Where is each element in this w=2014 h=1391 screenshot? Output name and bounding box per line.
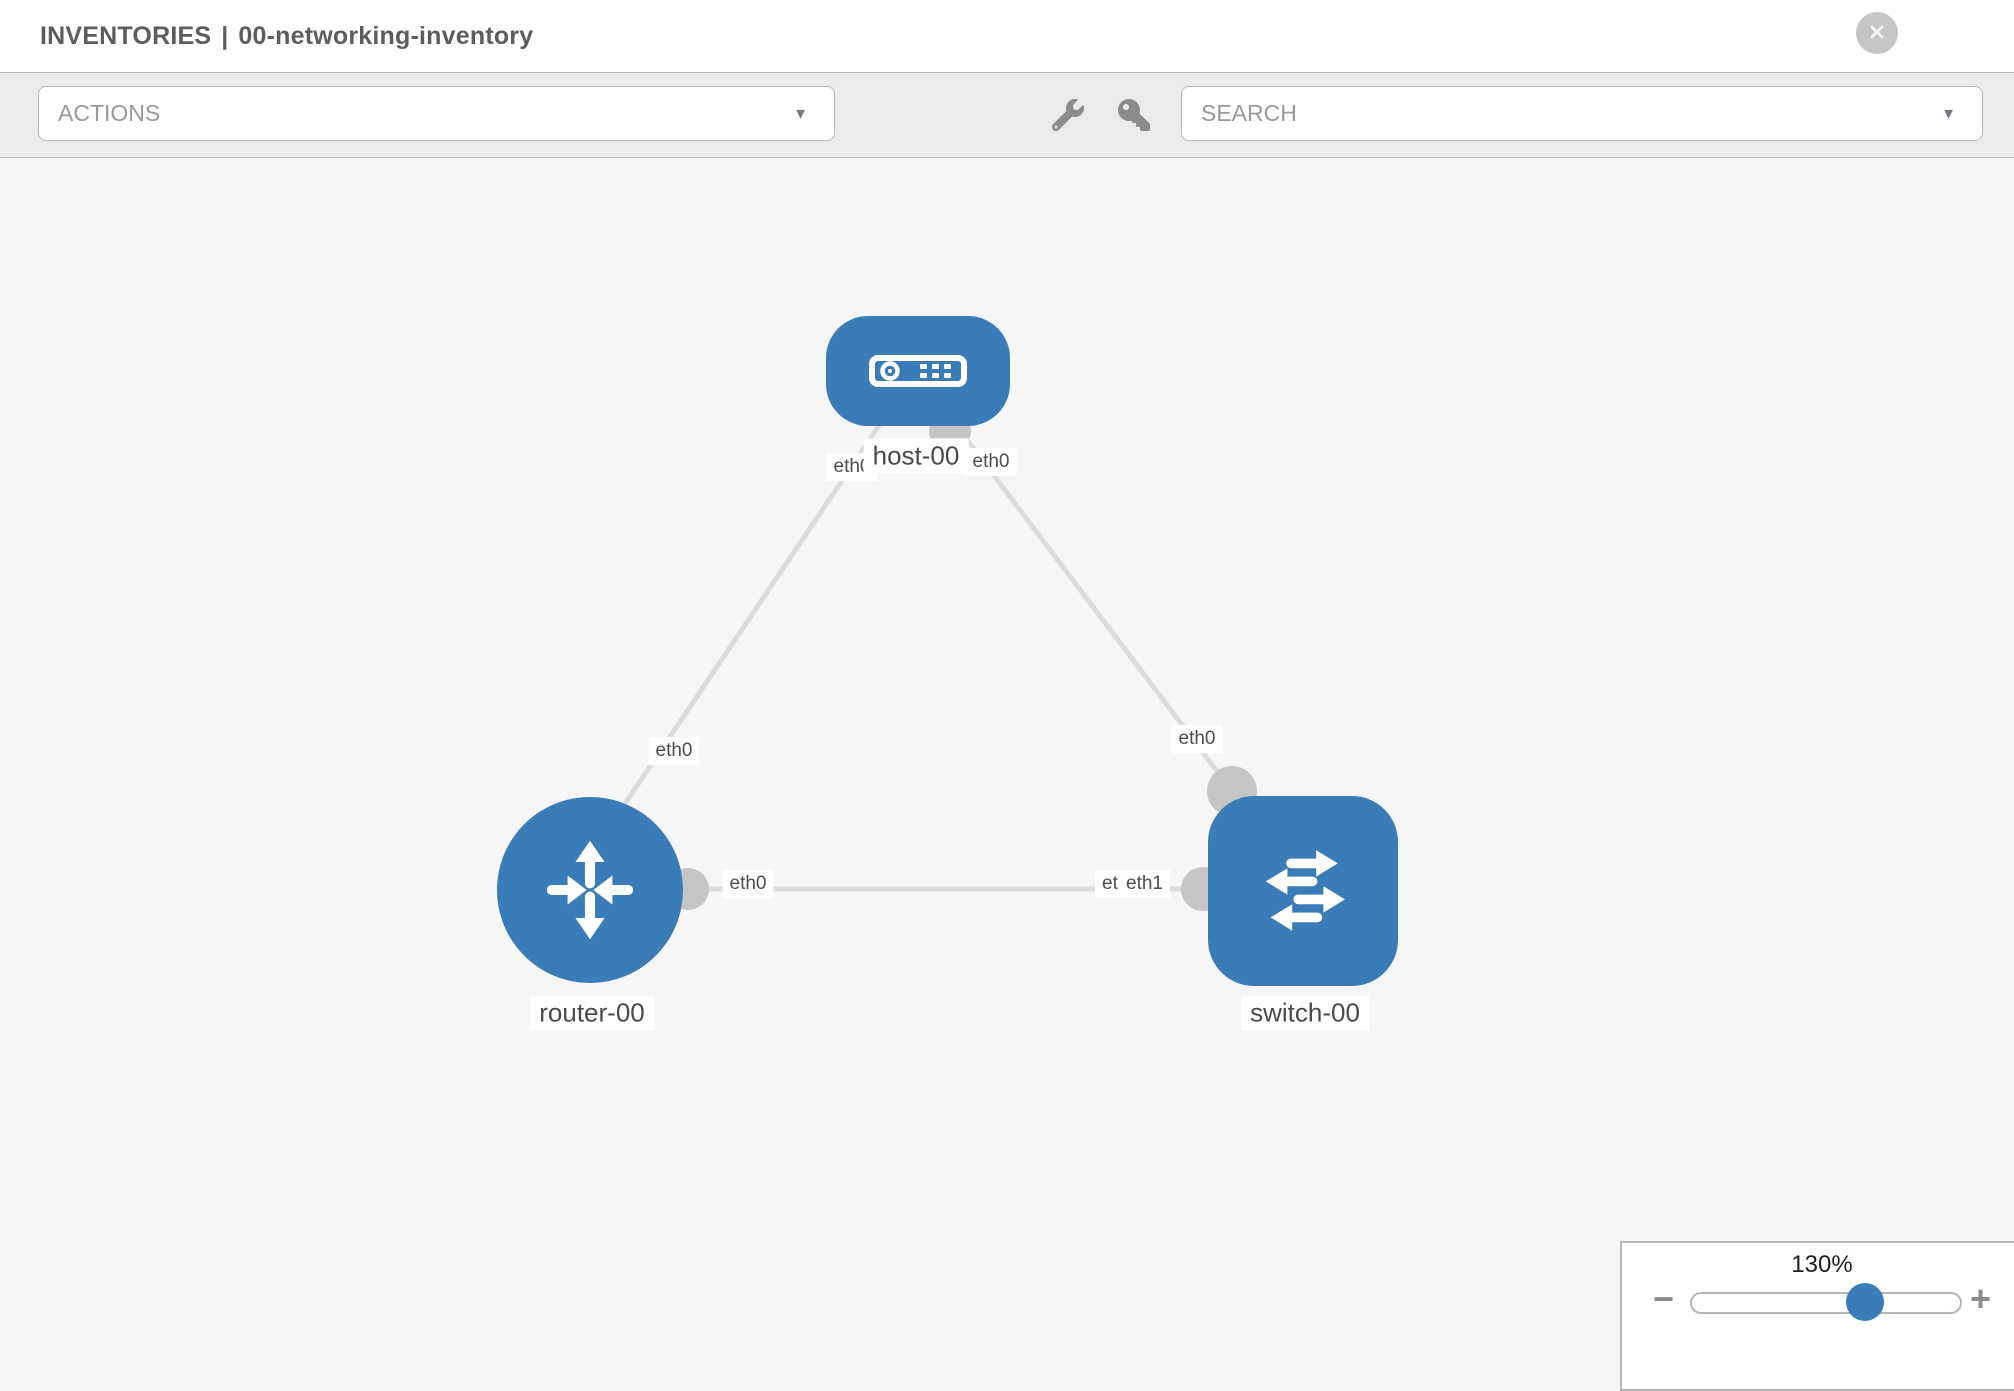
zoom-slider-handle[interactable] [1846, 1283, 1884, 1321]
topology-canvas[interactable]: eth0 eth0 eth0 eth0 eth0 eth0 eth1 host-… [0, 158, 2014, 1391]
search-dropdown[interactable]: SEARCH ▼ [1181, 86, 1983, 141]
breadcrumb: INVENTORIES [40, 21, 212, 50]
key-icon[interactable] [1117, 98, 1151, 132]
panel-header: INVENTORIES | 00-networking-inventory ✕ [0, 0, 2014, 72]
search-dropdown-label: SEARCH [1201, 100, 1297, 126]
interface-label: eth1 [1119, 870, 1170, 898]
link-host-router[interactable] [607, 422, 883, 828]
page-title: INVENTORIES | 00-networking-inventory [40, 0, 533, 72]
zoom-in-button[interactable]: + [1970, 1278, 1992, 1319]
host-icon [869, 355, 967, 387]
node-switch-00[interactable] [1208, 796, 1398, 986]
node-label-host: host-00 [863, 438, 969, 474]
title-separator: | [221, 21, 229, 50]
switch-icon [1265, 850, 1345, 931]
actions-dropdown-label: ACTIONS [58, 100, 161, 126]
interface-label: eth0 [965, 448, 1017, 476]
actions-dropdown[interactable]: ACTIONS ▼ [38, 86, 835, 141]
links-layer [607, 410, 1257, 911]
interface-label: eth0 [648, 737, 700, 765]
wrench-icon[interactable] [1051, 98, 1085, 132]
node-label-switch: switch-00 [1241, 995, 1369, 1031]
toolbar: ACTIONS ▼ SEARCH ▼ [0, 72, 2014, 158]
zoom-value: 130% [1791, 1251, 1853, 1278]
close-icon[interactable]: ✕ [1856, 12, 1898, 54]
inventory-name: 00-networking-inventory [238, 21, 534, 50]
zoom-panel: 130% − + [1620, 1241, 2014, 1391]
node-host-00[interactable] [826, 316, 1010, 426]
zoom-slider-track[interactable] [1690, 1292, 1962, 1314]
chevron-down-icon: ▼ [793, 105, 808, 122]
zoom-out-button[interactable]: − [1653, 1278, 1675, 1319]
interface-label: eth0 [722, 870, 774, 898]
node-router-00[interactable] [497, 797, 683, 983]
router-icon [546, 840, 634, 940]
chevron-down-icon: ▼ [1941, 105, 1956, 122]
interface-label: eth0 [1171, 725, 1223, 753]
node-label-router: router-00 [530, 995, 654, 1031]
